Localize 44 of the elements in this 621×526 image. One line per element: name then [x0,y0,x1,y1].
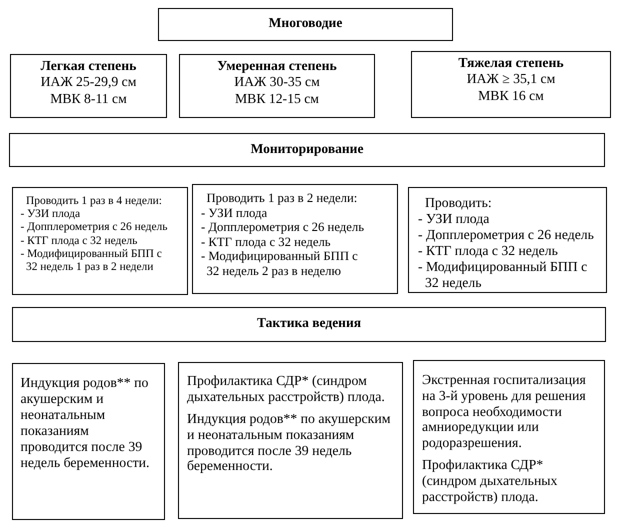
severity-panel [10,54,167,118]
paragraph-text: Профилактика СДР* (синдром дыхательных расстройств) плода. [422,456,558,504]
tactics-panel [12,363,165,520]
monitoring-panel [12,187,188,295]
paragraph-text: Экстренная госпитализация на 3-й уровень для решения вопроса необходимости амниоредукции или родоразрешения. [422,372,587,451]
measurement-text: МВК 8-11 см [50,90,127,107]
monitoring-panel [192,184,398,294]
section-title: Мониторирование [250,140,364,156]
list-item-text: - УЗИ плода [201,206,268,220]
list-item-text: - КТГ плода с 32 недель [201,234,332,250]
list-item-text: - Допплерометрия с 26 недель [418,227,595,243]
list-item-text: - УЗИ плода [20,208,82,222]
list-intro-text: Проводить: [424,195,493,211]
section-title: Многоводие [268,15,342,31]
severity-panel [411,51,611,118]
paragraph-text: Профилактика СДР* (синдром дыхательных расстройств) плода. [187,373,386,405]
monitoring-panel [408,187,607,293]
tactics-panel [413,360,605,514]
severity-panel [179,54,375,118]
measurement-text: ИАЖ ≥ 35,1 см [466,71,556,88]
list-item-text: - Допплерометрия с 26 недель [20,221,168,235]
section-header-box [12,307,606,342]
tactics-panel [178,362,403,519]
list-item-text: - Модифицированный БПП с 32 недель [418,259,588,291]
paragraph-text: Индукция родов** по акушерским и неонатальным показаниям проводится после 39 недель беременности. [20,375,150,471]
measurement-text: ИАЖ 25-29,9 см [40,74,136,91]
severity-title: Легкая степень [40,58,136,74]
list-item-text: - Модифицированный БПП с 32 недель 1 раз в 2 недели [20,248,163,274]
list-intro-text: Проводить 1 раз в 4 недели: [25,195,163,208]
paragraph-text: Индукция родов** по акушерским и неонатальным показаниям проводится после 39 недель беременности. [187,411,392,474]
measurement-text: ИАЖ 30-35 см [234,74,320,91]
list-item-text: - УЗИ плода [418,211,490,227]
severity-title: Умеренная степень [217,58,337,74]
severity-title: Тяжелая степень [458,55,564,72]
list-item-text: - КТГ плода с 32 недель [418,243,559,259]
measurement-text: МВК 12-15 см [235,90,319,107]
section-title: Тактика ведения [256,315,362,331]
list-item-text: - КТГ плода с 32 недель [20,234,138,248]
list-item-text: - Модифицированный БПП с 32 недель 2 раз в неделю [201,249,359,279]
list-item-text: - Допплерометрия с 26 недель [201,220,366,235]
measurement-text: МВК 16 см [478,88,544,104]
list-intro-text: Проводить 1 раз в 2 недели: [206,191,358,206]
section-header-box [9,133,605,167]
section-header-box [158,8,453,41]
